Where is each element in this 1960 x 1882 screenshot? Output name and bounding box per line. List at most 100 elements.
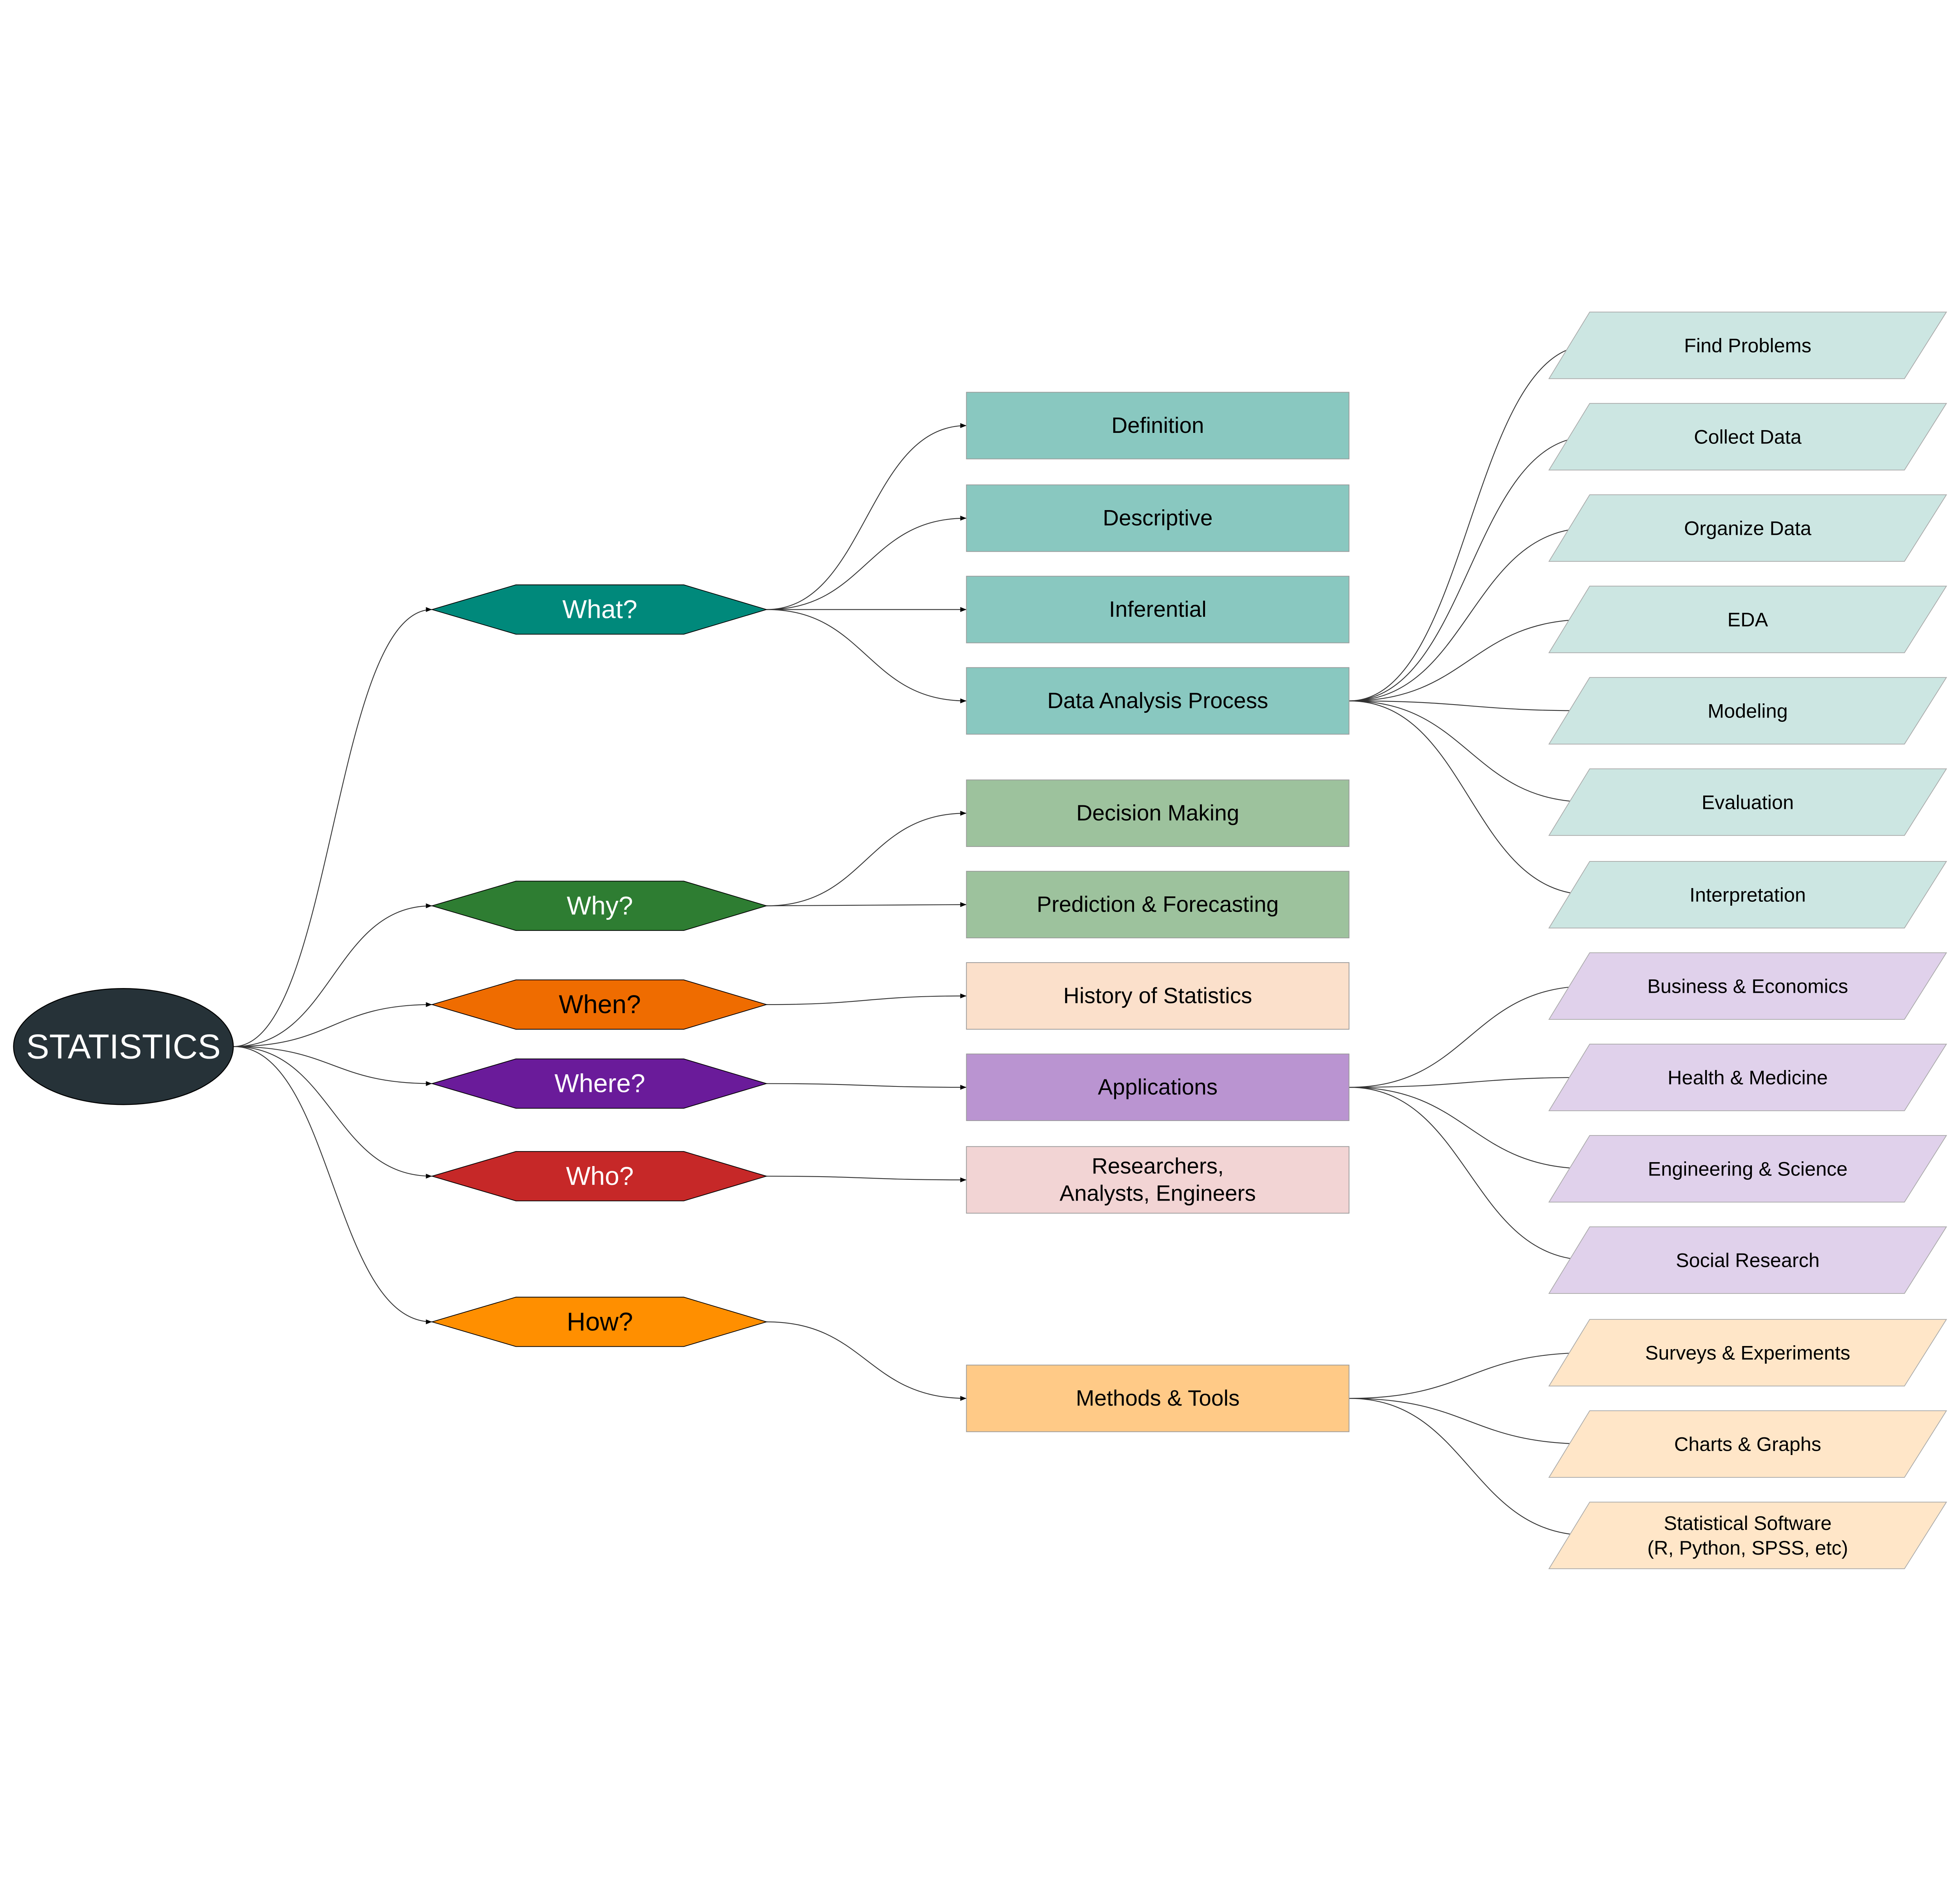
connector-edge — [766, 1321, 967, 1401]
leaf-node[interactable]: Collect Data — [1548, 403, 1947, 470]
leaf-label: Surveys & Experiments — [1645, 1342, 1850, 1364]
topic-node[interactable]: Decision Making — [966, 779, 1350, 847]
parallelogram-shape — [1548, 1043, 1947, 1111]
branch-label: When? — [559, 990, 641, 1019]
connector-edge — [233, 1046, 432, 1324]
topic-label: Inferential — [1109, 597, 1207, 622]
parallelogram-shape — [1548, 677, 1947, 745]
parallelogram-shape — [1548, 768, 1947, 836]
connector-edge — [1349, 700, 1590, 897]
leaf-node[interactable]: Social Research — [1548, 1226, 1947, 1294]
parallelogram-shape — [1548, 311, 1947, 379]
connector-edge — [1349, 525, 1590, 701]
leaf-label: Health & Medicine — [1668, 1066, 1828, 1088]
leaf-node[interactable]: Charts & Graphs — [1548, 1410, 1947, 1478]
parallelogram-shape — [1548, 494, 1947, 562]
connector-edge — [233, 1046, 432, 1179]
connector-edge — [766, 1083, 967, 1090]
leaf-label: (R, Python, SPSS, etc) — [1647, 1537, 1848, 1559]
leaf-node[interactable]: Statistical Software(R, Python, SPSS, et… — [1548, 1502, 1947, 1570]
topic-box — [966, 1364, 1350, 1432]
connector-layer — [233, 343, 1590, 1538]
branch-node-how[interactable]: How? — [430, 1297, 768, 1347]
topic-label: Methods & Tools — [1076, 1386, 1240, 1411]
topic-box — [966, 576, 1350, 643]
topic-node[interactable]: Researchers,Analysts, Engineers — [966, 1146, 1350, 1214]
connector-edge — [1349, 343, 1590, 701]
branch-label: What? — [563, 595, 637, 624]
topic-label: Analysts, Engineers — [1060, 1181, 1256, 1206]
topic-node[interactable]: Definition — [966, 392, 1350, 460]
leaf-node[interactable]: Engineering & Science — [1548, 1135, 1947, 1203]
topic-box — [966, 1146, 1350, 1214]
branch-label: Why? — [567, 891, 633, 920]
topic-node[interactable]: History of Statistics — [966, 962, 1350, 1030]
topic-label: Researchers, — [1092, 1154, 1224, 1179]
topic-label: Data Analysis Process — [1047, 688, 1269, 713]
connector-edge — [233, 903, 432, 1047]
topic-box — [966, 871, 1350, 939]
leaf-node[interactable]: Organize Data — [1548, 494, 1947, 562]
topic-label: History of Statistics — [1063, 984, 1252, 1008]
branch-label: How? — [567, 1307, 633, 1336]
leaf-label: Organize Data — [1684, 517, 1811, 539]
leaf-label: Evaluation — [1702, 791, 1794, 813]
topic-label: Prediction & Forecasting — [1037, 892, 1279, 917]
parallelogram-shape — [1548, 1502, 1947, 1570]
connector-edge — [1349, 1087, 1590, 1172]
branch-label: Where? — [554, 1069, 645, 1098]
connector-edge — [1349, 700, 1590, 805]
topic-box — [966, 392, 1350, 460]
topic-node[interactable]: Inferential — [966, 576, 1350, 643]
connector-edge — [766, 810, 967, 906]
leaf-node[interactable]: EDA — [1548, 585, 1947, 653]
leaf-label: EDA — [1728, 608, 1768, 630]
topic-box — [966, 1054, 1350, 1121]
root-label: STATISTICS — [26, 1027, 221, 1066]
connector-edge — [1349, 983, 1590, 1088]
parallelogram-shape — [1548, 1135, 1947, 1203]
parallelogram-shape — [1548, 403, 1947, 470]
connector-edge — [766, 609, 967, 703]
parallelogram-shape — [1548, 1319, 1947, 1387]
leaf-label: Charts & Graphs — [1674, 1433, 1821, 1455]
leaf-label: Modeling — [1708, 699, 1788, 722]
hexagon-shape — [430, 1058, 768, 1109]
topic-node[interactable]: Prediction & Forecasting — [966, 871, 1350, 939]
leaf-node[interactable]: Find Problems — [1548, 311, 1947, 379]
connector-edge — [1349, 434, 1590, 701]
leaf-node[interactable]: Health & Medicine — [1548, 1043, 1947, 1111]
leaf-label: Collect Data — [1694, 425, 1801, 448]
branch-node-what[interactable]: What? — [430, 584, 768, 635]
leaf-node[interactable]: Business & Economics — [1548, 952, 1947, 1020]
topic-box — [966, 779, 1350, 847]
connector-edge — [766, 1175, 967, 1183]
topic-node[interactable]: Applications — [966, 1054, 1350, 1121]
branch-label: Who? — [566, 1162, 634, 1191]
topic-node[interactable]: Methods & Tools — [966, 1364, 1350, 1432]
leaf-node[interactable]: Evaluation — [1548, 768, 1947, 836]
parallelogram-shape — [1548, 585, 1947, 653]
parallelogram-shape — [1548, 1226, 1947, 1294]
leaf-node[interactable]: Modeling — [1548, 677, 1947, 745]
connector-edge — [233, 607, 432, 1047]
branch-node-who[interactable]: Who? — [430, 1151, 768, 1201]
leaf-label: Find Problems — [1684, 334, 1811, 356]
hexagon-shape — [430, 979, 768, 1030]
leaf-node[interactable]: Surveys & Experiments — [1548, 1319, 1947, 1387]
topic-label: Descriptive — [1103, 506, 1212, 530]
branch-node-when[interactable]: When? — [430, 979, 768, 1030]
connector-edge — [1349, 1398, 1590, 1447]
branch-node-why[interactable]: Why? — [430, 881, 768, 931]
connector-edge — [766, 423, 967, 610]
connector-edge — [1349, 1075, 1590, 1088]
connector-edge — [766, 516, 967, 610]
leaf-label: Social Research — [1676, 1249, 1820, 1271]
leaf-node[interactable]: Interpretation — [1548, 861, 1947, 928]
branch-node-where[interactable]: Where? — [430, 1058, 768, 1109]
root-node[interactable]: STATISTICS — [13, 988, 234, 1105]
connector-edge — [766, 902, 967, 907]
connector-edge — [233, 1002, 432, 1047]
topic-node[interactable]: Data Analysis Process — [966, 667, 1350, 735]
topic-node[interactable]: Descriptive — [966, 484, 1350, 552]
